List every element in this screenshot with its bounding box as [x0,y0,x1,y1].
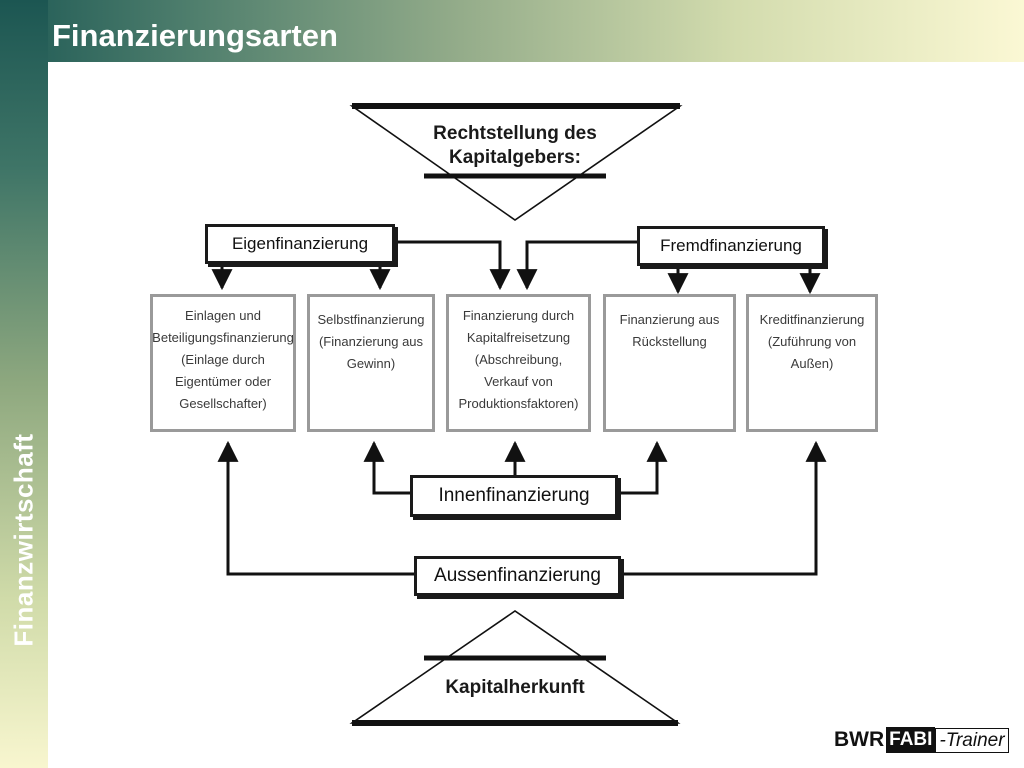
box-selbstfinanzierung: Selbstfinanzierung (Finanzierung aus Gew… [307,294,435,432]
sidebar-bar [0,0,48,768]
fremdfinanzierung-label: Fremdfinanzierung [637,226,825,266]
eigenfinanzierung-label: Eigenfinanzierung [205,224,395,264]
bwr-fabi-trainer-logo: BWR FABI -Trainer [834,726,1009,754]
header-bar [0,0,1024,62]
innenfinanzierung-label: Innenfinanzierung [410,475,618,517]
logo-bwr: BWR [834,728,885,751]
box-beteiligungsfinanzierung-text: Einlagen und Beteiligungsfinanzierung (E… [152,308,294,411]
logo-trainer: -Trainer [935,727,1009,753]
aussenfinanzierung-label: Aussenfinanzierung [414,556,621,596]
box-rueckstellung: Finanzierung aus Rückstellung [603,294,736,432]
box-kapitalfreisetzung: Finanzierung durch Kapitalfreisetzung (A… [446,294,591,432]
bottom-triangle [349,610,681,726]
box-rueckstellung-text: Finanzierung aus Rückstellung [619,312,720,349]
box-selbstfinanzierung-text: Selbstfinanzierung (Finanzierung aus Gew… [317,312,425,371]
arrows-innen [363,440,668,495]
top-triangle [349,103,683,221]
top-triangle-label: Rechtstellung des Kapitalgebers: [433,123,597,168]
page-title: Finanzierungsarten [52,18,338,53]
box-beteiligungsfinanzierung: Einlagen und Beteiligungsfinanzierung (E… [150,294,296,432]
bottom-triangle-label: Kapitalherkunft [445,677,585,698]
box-kreditfinanzierung: Kreditfinanzierung (Zuführung von Außen) [746,294,878,432]
box-kreditfinanzierung-text: Kreditfinanzierung (Zuführung von Außen) [759,312,865,371]
box-kapitalfreisetzung-text: Finanzierung durch Kapitalfreisetzung (A… [458,308,579,411]
logo-fabi: FABI [886,727,936,753]
arrows-aussen [217,440,827,576]
arrows-fremd [516,240,821,295]
